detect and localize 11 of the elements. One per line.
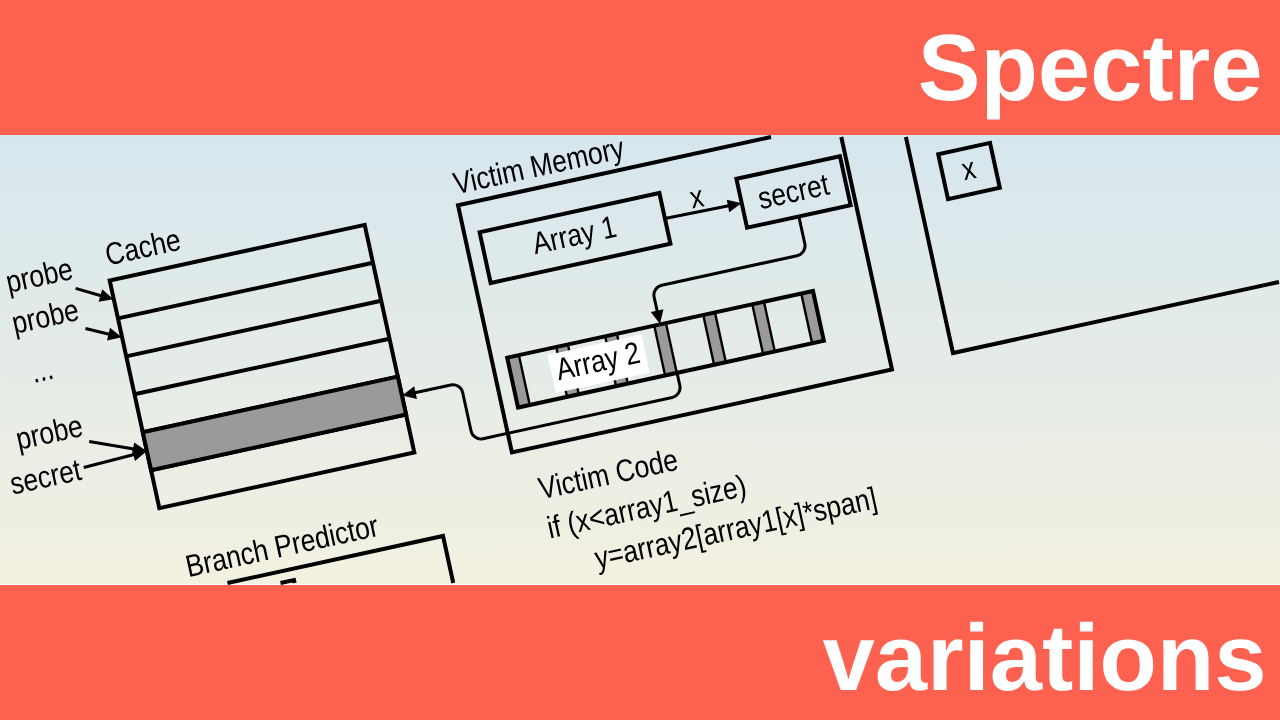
container-box: Branch Predictor (185, 519, 456, 585)
container-box (903, 136, 1280, 356)
shaded-row (140, 374, 409, 473)
label: secret (11, 460, 83, 494)
edge-label: x (689, 190, 705, 209)
label: probe (12, 302, 79, 340)
ellipsis: ... (35, 375, 53, 383)
title: Spectre (920, 34, 1260, 120)
subtitle: variations (822, 621, 1263, 691)
label: probe (16, 418, 83, 456)
label: probe (6, 261, 73, 299)
